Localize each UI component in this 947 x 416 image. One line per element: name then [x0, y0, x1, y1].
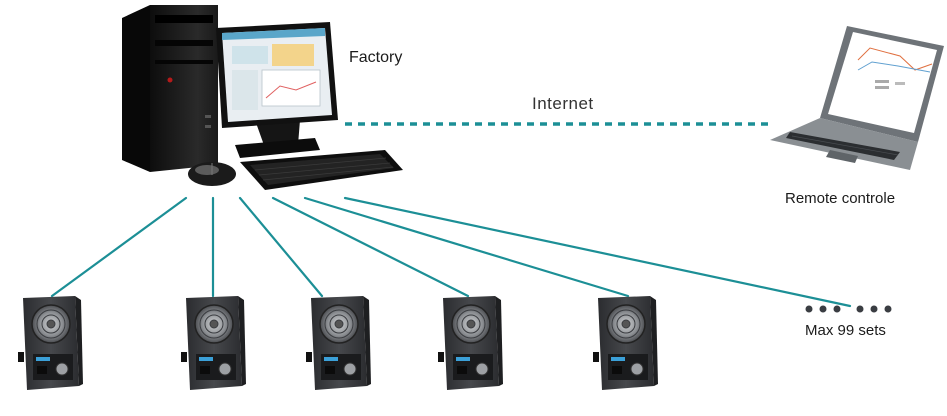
ellipsis-dots-icon [805, 305, 892, 313]
link-device-3 [238, 196, 324, 298]
link-device-1 [50, 196, 188, 298]
laptop-icon [770, 26, 944, 170]
link-more-devices [343, 196, 852, 308]
ionizer-devices [18, 296, 658, 390]
internet-label: Internet [532, 94, 594, 113]
link-device-5 [303, 196, 630, 298]
factory-label: Factory [349, 49, 403, 66]
ionizer-fan-icon [438, 296, 503, 390]
ionizer-fan-icon [593, 296, 658, 390]
device-connection-lines [50, 196, 852, 308]
ionizer-fan-icon [18, 296, 83, 390]
ionizer-fan-icon [306, 296, 371, 390]
max-sets-label: Max 99 sets [805, 322, 886, 339]
ionizer-fan-icon [181, 296, 246, 390]
desktop-pc-icon [122, 5, 403, 190]
remote-control-label: Remote controle [785, 190, 896, 207]
link-device-4 [271, 196, 470, 298]
